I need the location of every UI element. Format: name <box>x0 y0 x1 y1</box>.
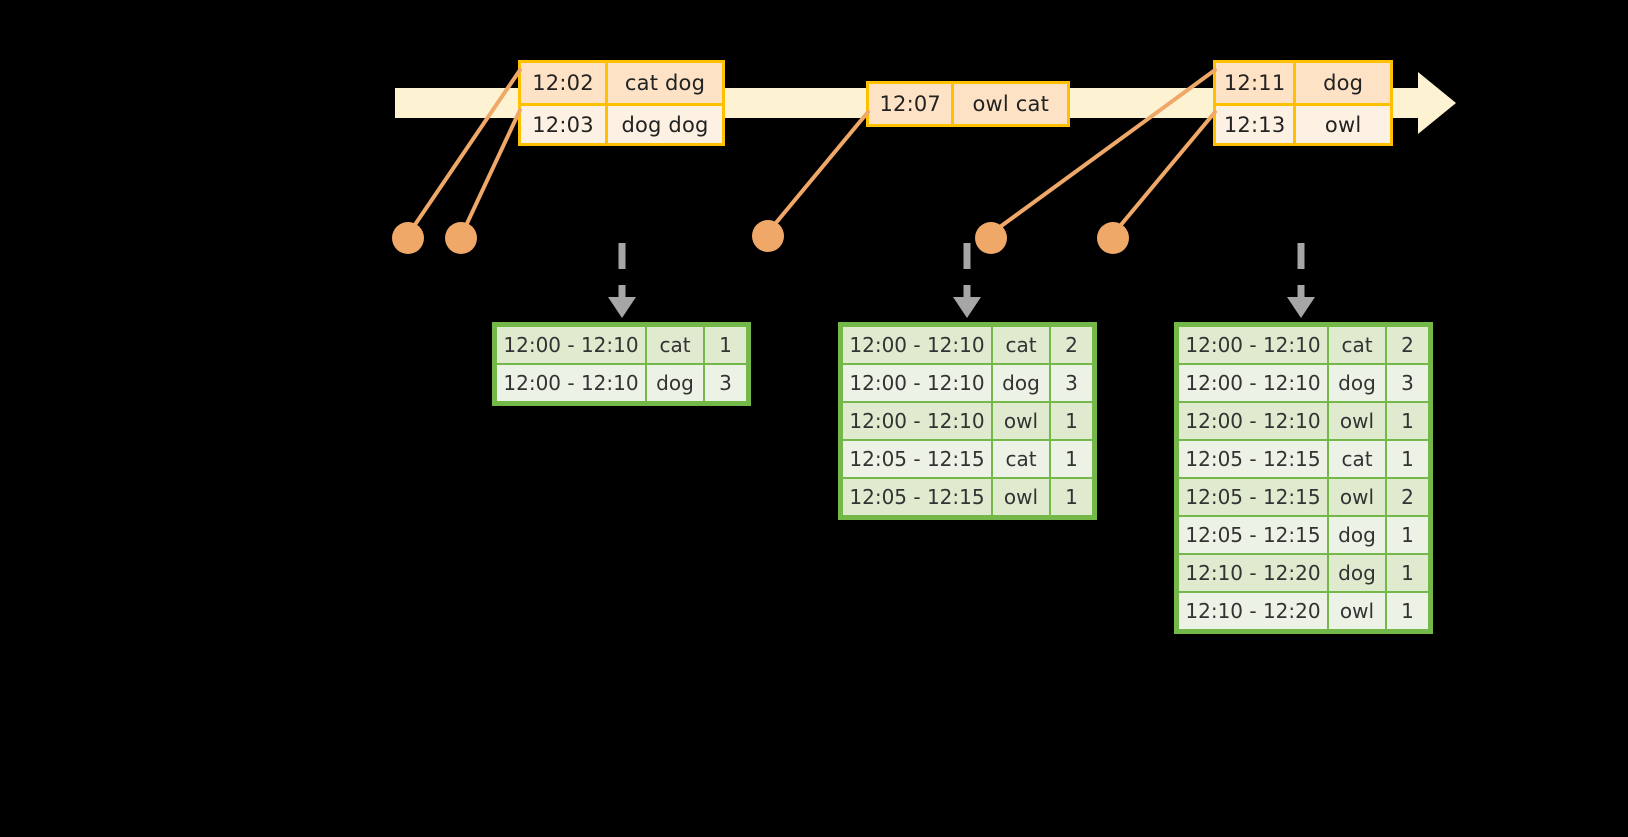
event-row[interactable]: 12:11 dog <box>1216 63 1390 103</box>
window-cell: 12:00 - 12:10 <box>843 327 991 363</box>
word-cell: dog <box>993 365 1049 401</box>
event-group-3[interactable]: 12:11 dog 12:13 owl <box>1213 60 1393 146</box>
table-row[interactable]: 12:05 - 12:15 cat 1 <box>842 440 1093 478</box>
word-cell: cat <box>647 327 703 363</box>
connector-line-3 <box>768 110 870 232</box>
event-time: 12:07 <box>869 84 952 124</box>
count-cell: 1 <box>1051 479 1092 515</box>
connector-line-2 <box>461 108 522 234</box>
count-cell: 1 <box>1387 403 1428 439</box>
event-dot <box>752 220 784 252</box>
event-payload: owl <box>1293 106 1390 143</box>
event-payload: dog dog <box>605 106 722 143</box>
event-group-2[interactable]: 12:07 owl cat <box>866 81 1070 127</box>
event-dot <box>975 222 1007 254</box>
emit-arrowhead-icon <box>953 297 981 318</box>
word-cell: dog <box>1329 517 1385 553</box>
result-table-1[interactable]: 12:00 - 12:10 cat 1 12:00 - 12:10 dog 3 <box>492 322 751 406</box>
event-time: 12:03 <box>521 106 605 143</box>
event-row[interactable]: 12:13 owl <box>1216 103 1390 143</box>
window-cell: 12:05 - 12:15 <box>843 441 991 477</box>
event-time: 12:02 <box>521 63 605 103</box>
event-row[interactable]: 12:03 dog dog <box>521 103 722 143</box>
event-payload: cat dog <box>605 63 722 103</box>
table-row[interactable]: 12:05 - 12:15 owl 1 <box>842 478 1093 516</box>
table-row[interactable]: 12:05 - 12:15 cat 1 <box>1178 440 1429 478</box>
event-group-1[interactable]: 12:02 cat dog 12:03 dog dog <box>518 60 725 146</box>
count-cell: 1 <box>1387 517 1428 553</box>
count-cell: 1 <box>705 327 746 363</box>
event-dot <box>1097 222 1129 254</box>
event-row[interactable]: 12:02 cat dog <box>521 63 722 103</box>
table-row[interactable]: 12:00 - 12:10 dog 3 <box>842 364 1093 402</box>
word-cell: dog <box>647 365 703 401</box>
window-cell: 12:00 - 12:10 <box>1179 327 1327 363</box>
count-cell: 3 <box>1387 365 1428 401</box>
count-cell: 3 <box>705 365 746 401</box>
word-cell: owl <box>1329 403 1385 439</box>
count-cell: 2 <box>1051 327 1092 363</box>
word-cell: cat <box>993 441 1049 477</box>
event-time: 12:13 <box>1216 106 1294 143</box>
timeline-arrowhead-icon <box>1418 72 1456 134</box>
word-cell: dog <box>1329 555 1385 591</box>
table-row[interactable]: 12:00 - 12:10 dog 3 <box>496 364 747 402</box>
table-row[interactable]: 12:10 - 12:20 owl 1 <box>1178 592 1429 630</box>
word-cell: cat <box>993 327 1049 363</box>
table-row[interactable]: 12:05 - 12:15 dog 1 <box>1178 516 1429 554</box>
connector-line-5 <box>1113 110 1217 234</box>
event-row[interactable]: 12:07 owl cat <box>869 84 1067 124</box>
result-table-2[interactable]: 12:00 - 12:10 cat 2 12:00 - 12:10 dog 3 … <box>838 322 1097 520</box>
word-cell: owl <box>1329 593 1385 629</box>
event-payload: owl cat <box>951 84 1067 124</box>
window-cell: 12:00 - 12:10 <box>843 403 991 439</box>
count-cell: 1 <box>1387 555 1428 591</box>
count-cell: 1 <box>1387 441 1428 477</box>
window-cell: 12:10 - 12:20 <box>1179 555 1327 591</box>
table-row[interactable]: 12:00 - 12:10 owl 1 <box>842 402 1093 440</box>
word-cell: owl <box>993 403 1049 439</box>
table-row[interactable]: 12:00 - 12:10 cat 1 <box>496 326 747 364</box>
window-cell: 12:05 - 12:15 <box>1179 441 1327 477</box>
window-cell: 12:05 - 12:15 <box>843 479 991 515</box>
word-cell: owl <box>993 479 1049 515</box>
window-cell: 12:00 - 12:10 <box>497 327 645 363</box>
table-row[interactable]: 12:05 - 12:15 owl 2 <box>1178 478 1429 516</box>
table-row[interactable]: 12:10 - 12:20 dog 1 <box>1178 554 1429 592</box>
count-cell: 2 <box>1387 479 1428 515</box>
emit-arrowhead-icon <box>1287 297 1315 318</box>
window-cell: 12:00 - 12:10 <box>843 365 991 401</box>
window-cell: 12:05 - 12:15 <box>1179 517 1327 553</box>
window-cell: 12:00 - 12:10 <box>1179 365 1327 401</box>
count-cell: 1 <box>1051 403 1092 439</box>
emit-arrowhead-icon <box>608 297 636 318</box>
event-time: 12:11 <box>1216 63 1294 103</box>
count-cell: 1 <box>1051 441 1092 477</box>
event-dot <box>392 222 424 254</box>
count-cell: 1 <box>1387 593 1428 629</box>
table-row[interactable]: 12:00 - 12:10 cat 2 <box>1178 326 1429 364</box>
word-cell: cat <box>1329 441 1385 477</box>
table-row[interactable]: 12:00 - 12:10 owl 1 <box>1178 402 1429 440</box>
word-cell: dog <box>1329 365 1385 401</box>
count-cell: 3 <box>1051 365 1092 401</box>
table-row[interactable]: 12:00 - 12:10 cat 2 <box>842 326 1093 364</box>
result-table-3[interactable]: 12:00 - 12:10 cat 2 12:00 - 12:10 dog 3 … <box>1174 322 1433 634</box>
window-cell: 12:00 - 12:10 <box>497 365 645 401</box>
event-payload: dog <box>1293 63 1390 103</box>
window-cell: 12:05 - 12:15 <box>1179 479 1327 515</box>
event-dot-group <box>392 220 1129 254</box>
window-cell: 12:10 - 12:20 <box>1179 593 1327 629</box>
count-cell: 2 <box>1387 327 1428 363</box>
table-row[interactable]: 12:00 - 12:10 dog 3 <box>1178 364 1429 402</box>
window-cell: 12:00 - 12:10 <box>1179 403 1327 439</box>
event-dot <box>445 222 477 254</box>
word-cell: owl <box>1329 479 1385 515</box>
word-cell: cat <box>1329 327 1385 363</box>
